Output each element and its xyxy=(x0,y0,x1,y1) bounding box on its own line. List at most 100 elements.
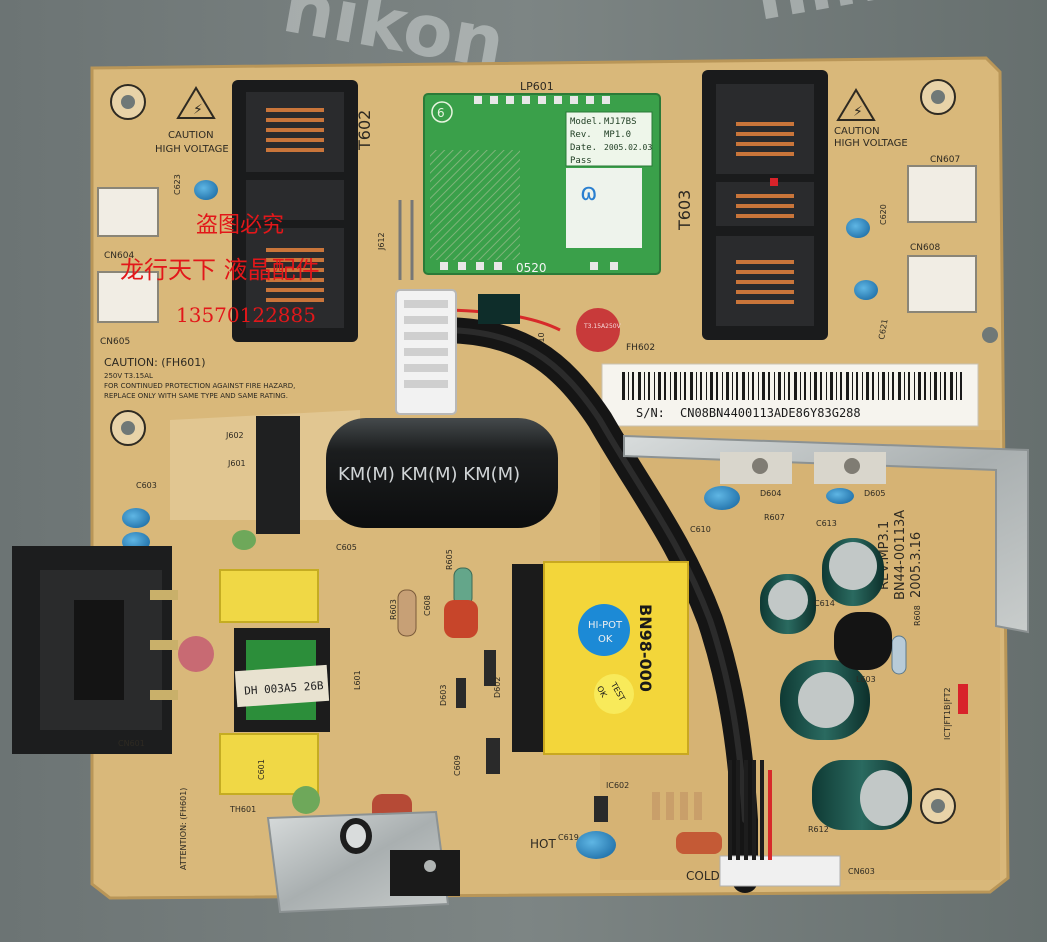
svg-text:CN601: CN601 xyxy=(118,739,145,748)
inverter-transformer-t602: T602 xyxy=(232,80,374,342)
svg-text:CN604: CN604 xyxy=(104,251,134,261)
svg-text:CAUTION: CAUTION xyxy=(834,126,880,137)
svg-text:KM(M) KM(M) KM(M): KM(M) KM(M) KM(M) xyxy=(338,464,520,485)
svg-text:CN607: CN607 xyxy=(930,155,960,165)
svg-text:Model.: Model. xyxy=(570,117,603,127)
svg-text:J612: J612 xyxy=(377,232,386,251)
resistors: R603 R605 R608 R607 R612 xyxy=(389,513,922,834)
bulk-capacitor: KM(M) KM(M) KM(M) C605 xyxy=(326,418,558,552)
svg-text:R607: R607 xyxy=(764,513,785,522)
svg-text:HI-POT: HI-POT xyxy=(588,620,623,631)
svg-text:LP601: LP601 xyxy=(520,80,554,93)
svg-text:HIGH VOLTAGE: HIGH VOLTAGE xyxy=(834,138,908,149)
svg-text:L603: L603 xyxy=(856,675,876,684)
svg-text:HIGH VOLTAGE: HIGH VOLTAGE xyxy=(155,144,229,155)
svg-text:FOR CONTINUED PROTECTION AGAIN: FOR CONTINUED PROTECTION AGAINST FIRE HA… xyxy=(104,382,295,390)
svg-text:S/N:: S/N: xyxy=(636,406,665,420)
wire-harness xyxy=(395,289,841,893)
svg-text:MJ17BS: MJ17BS xyxy=(604,117,637,127)
svg-text:MP1.0: MP1.0 xyxy=(604,130,631,140)
svg-text:⚡: ⚡ xyxy=(853,104,863,120)
board-revision-text: REV:MP3.1 BN44-00113A 2005.3.16 xyxy=(877,510,924,600)
svg-text:BN44-00113A: BN44-00113A xyxy=(893,510,908,600)
svg-text:250V T3.15AL: 250V T3.15AL xyxy=(104,372,153,380)
svg-text:R605: R605 xyxy=(445,549,454,570)
mounting-holes xyxy=(110,79,998,824)
svg-text:T602: T602 xyxy=(355,110,374,151)
svg-text:ATTENTION: (FH601): ATTENTION: (FH601) xyxy=(179,788,188,870)
svg-text:D603: D603 xyxy=(439,685,448,706)
svg-text:FH602: FH602 xyxy=(626,343,655,353)
svg-text:CN605: CN605 xyxy=(100,337,130,347)
svg-text:T603: T603 xyxy=(675,190,694,231)
svg-text:C605: C605 xyxy=(336,543,357,552)
svg-text:TH601: TH601 xyxy=(229,805,256,814)
svg-text:CN608: CN608 xyxy=(910,243,940,253)
svg-text:2005.3.16: 2005.3.16 xyxy=(909,532,924,598)
svg-text:C608: C608 xyxy=(423,595,432,616)
thermistor xyxy=(178,636,214,672)
svg-text:C614: C614 xyxy=(814,599,835,608)
svg-text:Rev.: Rev. xyxy=(570,130,592,140)
bottom-labels: HOT COLD CN603 TH601 IC602 C609 C619 ATT… xyxy=(179,755,875,883)
x-capacitors: C601 xyxy=(219,569,319,795)
smps-transformer: BN98-000 HI-POT OK TEST OK xyxy=(512,561,689,755)
svg-text:CN603: CN603 xyxy=(848,867,875,876)
svg-text:龙行天下 液晶配件: 龙行天下 液晶配件 xyxy=(120,256,320,284)
heatsink-bracket-right: D604 D605 C613 C610 xyxy=(623,434,1029,634)
svg-text:C601: C601 xyxy=(257,759,266,780)
svg-text:⚡: ⚡ xyxy=(193,102,203,118)
svg-text:6: 6 xyxy=(437,106,445,120)
svg-text:D605: D605 xyxy=(864,489,885,498)
svg-text:COLD: COLD xyxy=(686,869,720,883)
small-components xyxy=(594,792,702,822)
svg-text:13570122885: 13570122885 xyxy=(176,303,316,327)
diodes: D602 D603 xyxy=(439,650,502,774)
lamp-connectors: CN604 CN605 CN607 CN608 xyxy=(97,155,977,347)
svg-text:D602: D602 xyxy=(493,677,502,698)
svg-text:Pass: Pass xyxy=(570,156,592,166)
svg-text:C610: C610 xyxy=(690,525,711,534)
svg-text:BN98-000: BN98-000 xyxy=(636,604,655,692)
heatsink-left: J602 J601 xyxy=(225,416,300,534)
output-capacitors: C614 L603 xyxy=(760,538,912,830)
svg-text:2005.02.03: 2005.02.03 xyxy=(604,143,652,152)
svg-text:J602: J602 xyxy=(225,431,244,440)
common-mode-choke: DH 003A5 26B L601 xyxy=(234,628,362,732)
gf-component xyxy=(478,294,520,324)
svg-text:R603: R603 xyxy=(389,599,398,620)
svg-text:C613: C613 xyxy=(816,519,837,528)
svg-text:L601: L601 xyxy=(353,670,362,690)
fuse-fh602: T3.15A250V FH602 xyxy=(576,308,655,353)
svg-text:ICT|FT1B|FT2: ICT|FT1B|FT2 xyxy=(943,687,952,740)
seller-watermark: 盗图必究 龙行天下 液晶配件 13570122885 xyxy=(120,213,320,327)
svg-text:C623: C623 xyxy=(173,174,182,195)
high-voltage-warning-left: ⚡ CAUTION HIGH VOLTAGE xyxy=(155,86,229,155)
svg-text:HOT: HOT xyxy=(530,837,556,851)
svg-text:REPLACE ONLY WITH SAME TYPE AN: REPLACE ONLY WITH SAME TYPE AND SAME RAT… xyxy=(104,392,288,400)
svg-text:0520: 0520 xyxy=(516,261,547,275)
svg-text:OK: OK xyxy=(598,634,613,645)
ceramic-capacitors: C623 C620 C621 C603 xyxy=(122,174,890,859)
inverter-transformer-t603: T603 xyxy=(675,70,828,340)
svg-text:ɷ: ɷ xyxy=(580,178,597,206)
svg-text:C609: C609 xyxy=(453,755,462,776)
svg-text:C619: C619 xyxy=(558,833,579,842)
svg-text:J601: J601 xyxy=(227,459,246,468)
daughter-board: 6 LP601 Model. MJ17BS Rev. MP1.0 Date. 2… xyxy=(423,80,661,275)
svg-text:R612: R612 xyxy=(808,825,829,834)
svg-text:CAUTION: CAUTION xyxy=(168,130,214,141)
ct-label: ICT|FT1B|FT2 xyxy=(943,684,968,740)
svg-text:Date.: Date. xyxy=(570,143,597,153)
svg-text:CAUTION: (FH601): CAUTION: (FH601) xyxy=(104,356,206,369)
svg-text:DH 003A5 26B: DH 003A5 26B xyxy=(244,679,325,698)
high-voltage-warning-right: ⚡ CAUTION HIGH VOLTAGE xyxy=(834,88,908,149)
svg-text:R608: R608 xyxy=(913,605,922,626)
svg-text:盗图必究: 盗图必究 xyxy=(196,213,284,238)
svg-text:C621: C621 xyxy=(877,318,889,340)
svg-text:D604: D604 xyxy=(760,489,781,498)
heatsink-bottom xyxy=(266,786,460,914)
fuse-caution-text: CAUTION: (FH601) 250V T3.15AL FOR CONTIN… xyxy=(104,356,295,400)
